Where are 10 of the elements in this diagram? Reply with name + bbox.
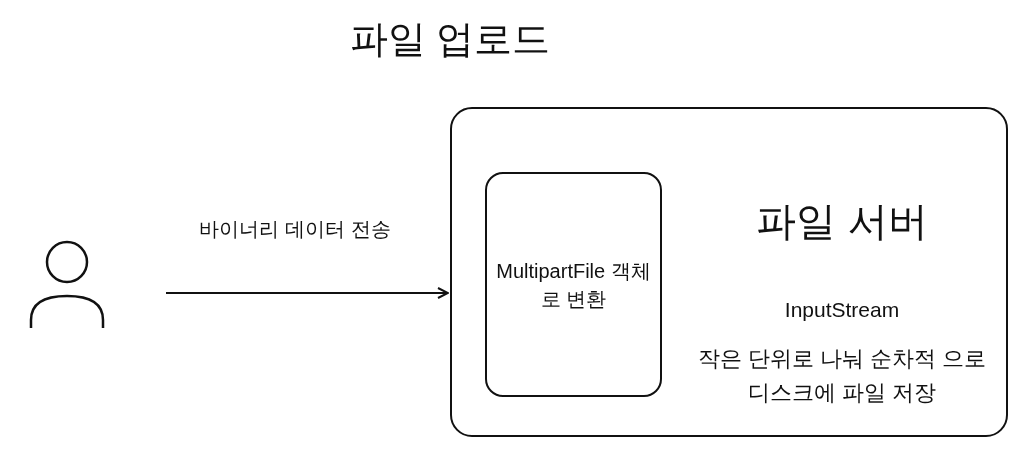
box-text: 작은 단위로 나눠 순차적 으로 디스크에 파일 저장 <box>697 345 987 407</box>
process-box <box>485 172 662 397</box>
arrow <box>165 287 449 299</box>
box-heading: 파일 서버 <box>755 201 929 241</box>
edge-label: 바이너리 데이터 전송 <box>198 219 392 239</box>
box-text: MultipartFile 객체로 변환 <box>495 258 652 312</box>
server-box <box>450 107 1008 437</box>
box-text: InputStream <box>783 299 901 320</box>
diagram-title: 파일 업로드 <box>348 20 552 58</box>
person-icon <box>28 240 106 328</box>
